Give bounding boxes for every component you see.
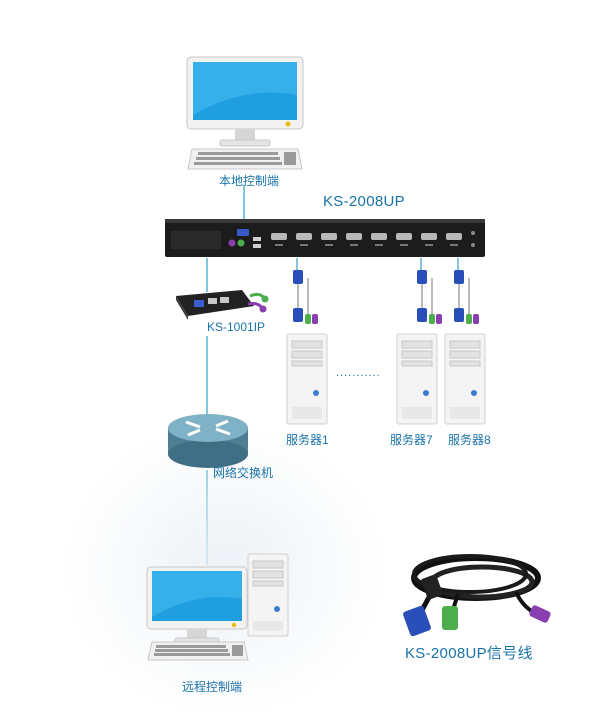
server8-tower xyxy=(444,333,486,425)
remote-monitor xyxy=(145,565,249,647)
kvm-signal-cable xyxy=(396,548,556,640)
network-switch-label: 网络交换机 xyxy=(213,466,274,480)
server8-cable-connector xyxy=(451,270,481,332)
server7-label: 服务器7 xyxy=(390,433,433,447)
server7-tower xyxy=(396,333,438,425)
server1-tower xyxy=(286,333,328,425)
kvm-switch-device xyxy=(165,219,485,259)
local-monitor xyxy=(185,55,305,150)
local-keyboard xyxy=(186,147,304,171)
remote-tower xyxy=(247,553,289,637)
ip-module-label: KS-1001IP xyxy=(207,320,266,334)
kvm-switch-label: KS-2008UP xyxy=(323,193,405,210)
servers-ellipsis: ........... xyxy=(336,367,381,379)
server7-cable-connector xyxy=(414,270,444,332)
ip-module-device xyxy=(172,286,272,322)
remote-keyboard xyxy=(146,640,250,662)
server8-label: 服务器8 xyxy=(448,433,491,447)
network-switch-router xyxy=(166,412,250,470)
kvm-cable-label: KS-2008UP信号线 xyxy=(405,645,533,662)
server1-cable-connector xyxy=(290,270,320,332)
server1-label: 服务器1 xyxy=(286,433,329,447)
local-console-label: 本地控制端 xyxy=(219,174,280,188)
remote-console-label: 远程控制端 xyxy=(182,680,243,694)
